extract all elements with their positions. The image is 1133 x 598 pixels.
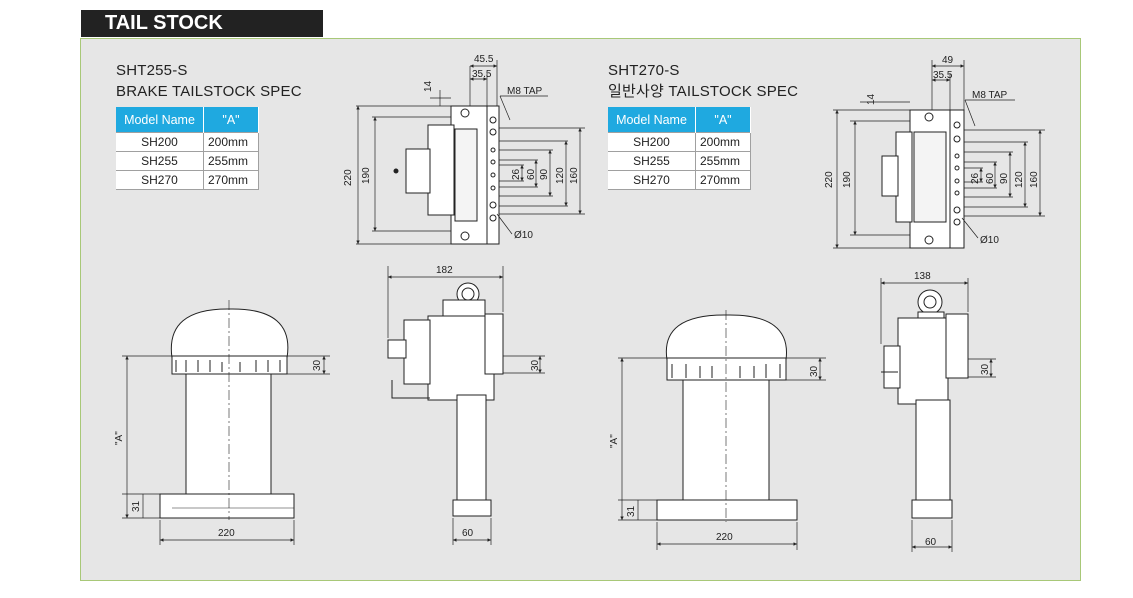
dim-front-30-2: 30 xyxy=(809,365,820,377)
dim-side-30: 30 xyxy=(530,359,541,371)
dim-top-w1-2: 49 xyxy=(942,55,954,66)
col-a: "A" xyxy=(695,107,751,133)
model-code: SHT255-S xyxy=(116,62,188,79)
dim-v120-2: 120 xyxy=(1014,171,1025,188)
dim-front-a: "A" xyxy=(114,431,125,445)
cell-a: 200mm xyxy=(695,132,751,152)
dim-front-220-2: 220 xyxy=(716,532,733,543)
cell-model: SH200 xyxy=(116,132,204,152)
model-code: SHT270-S xyxy=(608,62,680,79)
cell-model: SH255 xyxy=(608,151,696,171)
dim-side-w-2: 138 xyxy=(914,271,931,282)
dim-t14-2: 14 xyxy=(866,93,877,105)
spec-table-2: Model Name "A" SH200 200mm SH255 255mm S… xyxy=(608,107,751,190)
table-row: SH200 200mm xyxy=(116,132,259,152)
drawing-top-view-1 xyxy=(393,105,500,245)
label-tap: M8 TAP xyxy=(507,86,543,97)
dim-h190-2: 190 xyxy=(842,171,853,188)
dim-top-w2-2: 35.5 xyxy=(933,70,953,81)
dim-front-31: 31 xyxy=(131,500,142,512)
dim-v120: 120 xyxy=(555,167,566,184)
dim-front-220: 220 xyxy=(218,528,235,539)
table-row: SH200 200mm xyxy=(608,132,751,152)
spec-title-1: SHT255-S BRAKE TAILSTOCK SPEC xyxy=(116,60,302,102)
cell-a: 255mm xyxy=(203,151,259,171)
dim-front-a-2: "A" xyxy=(609,434,620,448)
dim-front-31-2: 31 xyxy=(626,505,637,517)
cell-model: SH200 xyxy=(608,132,696,152)
drawing-side-view-1 xyxy=(387,282,504,517)
table-row: SH255 255mm xyxy=(608,151,751,171)
dim-v26-2: 26 xyxy=(970,172,981,184)
dimension-lines-top-1 xyxy=(356,60,585,245)
cell-model: SH270 xyxy=(608,170,696,190)
dim-v90-2: 90 xyxy=(999,172,1010,184)
dim-h220-2: 220 xyxy=(824,171,835,188)
col-a: "A" xyxy=(203,107,259,133)
drawing-side-view-2 xyxy=(881,289,969,519)
dim-v160-2: 160 xyxy=(1029,171,1040,188)
section-title: TAIL STOCK xyxy=(105,12,223,34)
label-hole-2: Ø10 xyxy=(980,235,999,246)
spec-subtitle: BRAKE TAILSTOCK SPEC xyxy=(116,83,302,100)
label-hole: Ø10 xyxy=(514,230,533,241)
dim-top-w2: 35.5 xyxy=(472,69,492,80)
dim-side-60: 60 xyxy=(462,528,474,539)
dim-front-30: 30 xyxy=(312,359,323,371)
cell-model: SH255 xyxy=(116,151,204,171)
col-model-name: Model Name xyxy=(116,107,204,133)
dimension-lines-front-1 xyxy=(122,355,330,545)
dimension-lines-side-2 xyxy=(880,278,996,552)
table-row: SH270 270mm xyxy=(608,170,751,190)
label-tap-2: M8 TAP xyxy=(972,90,1008,101)
cell-model: SH270 xyxy=(116,170,204,190)
spec-table-1: Model Name "A" SH200 200mm SH255 255mm S… xyxy=(116,107,259,190)
dim-v60-2: 60 xyxy=(985,172,996,184)
table-row: SH270 270mm xyxy=(116,170,259,190)
dim-side-w: 182 xyxy=(436,265,453,276)
cell-a: 270mm xyxy=(695,170,751,190)
dim-side-60-2: 60 xyxy=(925,537,937,548)
dim-v26: 26 xyxy=(511,168,522,180)
spec-subtitle: 일반사양 TAILSTOCK SPEC xyxy=(608,83,799,100)
drawing-top-view-2 xyxy=(881,109,965,249)
dim-t14: 14 xyxy=(423,80,434,92)
dim-top-w1: 45.5 xyxy=(474,54,494,65)
spec-title-2: SHT270-S 일반사양 TAILSTOCK SPEC xyxy=(608,60,798,102)
table-row: SH255 255mm xyxy=(116,151,259,171)
dim-v90: 90 xyxy=(539,168,550,180)
dimension-lines-side-1 xyxy=(387,266,545,545)
dim-v160: 160 xyxy=(569,167,580,184)
dimension-lines-front-2 xyxy=(618,357,826,550)
drawing-front-view-2 xyxy=(656,310,798,522)
dimension-lines-top-2 xyxy=(833,60,1045,249)
dim-h220: 220 xyxy=(343,169,354,186)
dim-h190: 190 xyxy=(361,167,372,184)
dim-v60: 60 xyxy=(526,168,537,180)
drawing-front-view-1 xyxy=(159,300,295,520)
col-model-name: Model Name xyxy=(608,107,696,133)
section-header: TAIL STOCK xyxy=(81,10,323,37)
dim-side-30-2: 30 xyxy=(980,363,991,375)
cell-a: 255mm xyxy=(695,151,751,171)
cell-a: 200mm xyxy=(203,132,259,152)
cell-a: 270mm xyxy=(203,170,259,190)
